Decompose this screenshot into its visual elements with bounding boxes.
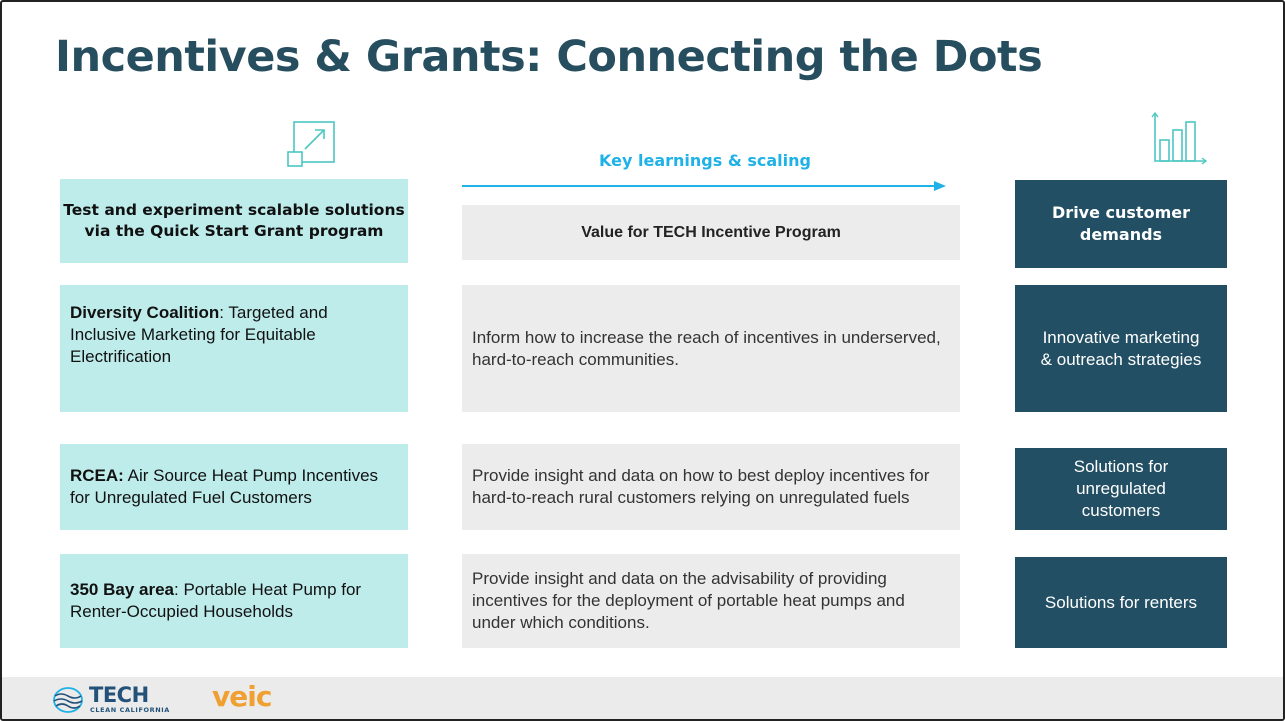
outcome-box-1: Innovative marketing & outreach strategi… <box>1015 285 1227 412</box>
value-text: Inform how to increase the reach of ince… <box>472 327 941 369</box>
slide-title: Incentives & Grants: Connecting the Dots <box>55 32 1043 82</box>
grantee-name: RCEA: <box>70 466 124 485</box>
grantee-box-1: Diversity Coalition: Targeted and Inclus… <box>60 285 408 412</box>
value-box-2: Provide insight and data on how to best … <box>462 444 960 530</box>
header-right-box: Drive customer demands <box>1015 180 1227 268</box>
footer: TECH CLEAN CALIFORNIA veic <box>2 677 1283 719</box>
value-box-1: Inform how to increase the reach of ince… <box>462 285 960 412</box>
header-right-text: Drive customer demands <box>1052 203 1190 244</box>
outcome-box-2: Solutions for unregulated customers <box>1015 448 1227 530</box>
grantee-project: Portable Heat Pump for Renter-Occupied H… <box>70 580 362 621</box>
tech-logo-subtext: CLEAN CALIFORNIA <box>90 706 170 714</box>
value-box-3: Provide insight and data on the advisabi… <box>462 554 960 648</box>
grantee-box-2: RCEA: Air Source Heat Pump Incentives fo… <box>60 444 408 530</box>
outcome-text: Solutions for unregulated customers <box>1073 457 1169 520</box>
outcome-box-3: Solutions for renters <box>1015 557 1227 648</box>
veic-logo: veic <box>212 680 272 713</box>
bar-chart-icon <box>1151 111 1208 165</box>
header-middle-text: Value for TECH Incentive Program <box>581 223 841 241</box>
expand-arrow-icon <box>287 121 335 167</box>
arrow-label: Key learnings & scaling <box>599 151 811 170</box>
grantee-name: 350 Bay area <box>70 580 174 599</box>
header-left-box: Test and experiment scalable solutions v… <box>60 179 408 263</box>
grantee-box-3: 350 Bay area: Portable Heat Pump for Ren… <box>60 554 408 648</box>
outcome-text: Solutions for renters <box>1044 592 1198 612</box>
grantee-project: Targeted and Inclusive Marketing for Equ… <box>70 303 328 366</box>
tech-logo-icon <box>53 687 83 713</box>
value-text: Provide insight and data on how to best … <box>472 466 930 507</box>
tech-logo-text: TECH <box>89 683 149 707</box>
value-text: Provide insight and data on the advisabi… <box>472 569 905 632</box>
right-arrow-icon <box>462 181 946 191</box>
grantee-name: Diversity Coalition <box>70 303 220 322</box>
header-left-text: Test and experiment scalable solutions v… <box>63 201 405 240</box>
grantee-project: Air Source Heat Pump Incentives for Unre… <box>70 466 379 507</box>
header-middle-box: Value for TECH Incentive Program <box>462 205 960 260</box>
outcome-text: Innovative marketing & outreach strategi… <box>1040 327 1202 369</box>
